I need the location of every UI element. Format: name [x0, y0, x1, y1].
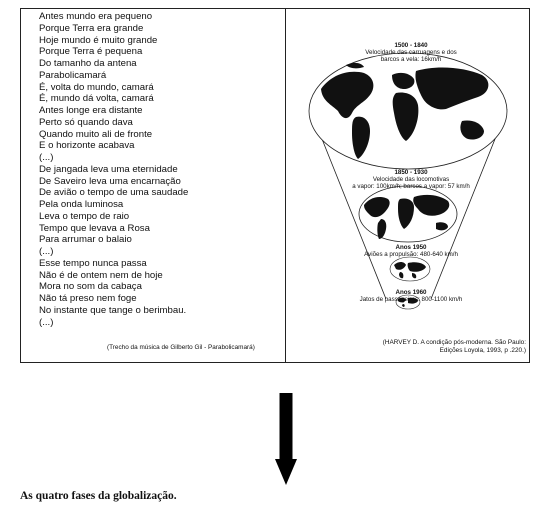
lyric-line: Tempo que levava a Rosa — [39, 222, 150, 234]
lyrics-credit: (Trecho da música de Gilberto Gil - Para… — [107, 344, 255, 351]
phase-4-period: Anos 1960 — [395, 289, 427, 296]
down-arrow-icon — [275, 393, 297, 485]
lyric-line: Esse tempo nunca passa — [39, 257, 147, 269]
shrinking-world-illustration: 1500 - 1840 Velocidade das carruagens e … — [286, 9, 531, 364]
lyric-line: Perto só quando dava — [39, 116, 133, 128]
lyric-line: É, mundo dá volta, camará — [39, 93, 154, 105]
figure-caption: As quatro fases da globalização. — [20, 490, 177, 502]
phase-4-caption: Anos 1960 Jatos de passageiros: 800-1100… — [341, 289, 481, 303]
bibliographic-reference: (HARVEY D. A condição pós-moderna. São P… — [356, 339, 526, 355]
lyric-line: Mora no som da cabaça — [39, 281, 142, 293]
world-map-phase-1 — [308, 52, 508, 170]
lyric-line: Quando muito ali de fronte — [39, 128, 153, 140]
lyric-line: Antes longe era distante — [39, 105, 143, 116]
lyric-line: De jangada leva uma eternidade — [39, 163, 178, 175]
funnel-line-right — [430, 108, 508, 300]
reference-line: Edições Loyola, 1993, p .220.) — [439, 347, 526, 354]
lyric-line: Não tá preso nem foge — [39, 293, 137, 304]
lyric-line: De Saveiro leva uma encarnação — [39, 175, 181, 187]
lyric-line: (...) — [39, 246, 54, 257]
phase-2-period: 1850 - 1930 — [394, 169, 428, 176]
phase-1-period: 1500 - 1840 — [394, 42, 428, 49]
lyric-line: Hoje mundo é muito grande — [39, 34, 158, 46]
world-map-phase-2 — [358, 185, 458, 243]
phase-1-text: Velocidade das carruagens e dos — [365, 49, 457, 57]
lyric-line: Leva o tempo de raio — [39, 210, 130, 222]
phase-3-caption: Anos 1950 Aviões a propulsão: 480-640 km… — [341, 244, 481, 258]
phase-3-text: Aviões a propulsão: 480-640 km/h — [364, 251, 458, 259]
world-map-phase-3 — [389, 256, 431, 282]
lyric-line: Parabolicamará — [39, 69, 107, 81]
lyric-line: Para arrumar o balaio — [39, 234, 132, 246]
lyric-line: Do tamanho da antena — [39, 58, 137, 69]
lyric-line: Porque Terra era grande — [39, 22, 144, 34]
lyric-line: (...) — [39, 152, 54, 163]
reference-line: (HARVEY D. A condição pós-moderna. São P… — [382, 339, 526, 346]
phase-4-text: Jatos de passageiros: 800-1100 km/h — [359, 296, 463, 304]
phase-1-caption: 1500 - 1840 Velocidade das carruagens e … — [346, 42, 476, 64]
phase-2-caption: 1850 - 1930 Velocidade das locomotivas a… — [326, 169, 496, 191]
lyric-line: Pela onda luminosa — [39, 199, 124, 210]
figure-panel: Antes mundo era pequeno Porque Terra era… — [20, 8, 530, 363]
lyric-line: De avião o tempo de uma saudade — [39, 187, 189, 199]
panel-divider — [285, 9, 286, 362]
phase-2-text: a vapor: 100km/h; barcos a vapor: 57 km/… — [352, 183, 470, 191]
lyric-line: No instante que tange o berimbau. — [39, 304, 187, 316]
globe-funnel-graphic — [308, 52, 508, 310]
lyric-line: E o horizonte acabava — [39, 140, 135, 152]
lyric-line: É, volta do mundo, camará — [39, 81, 154, 93]
lyric-line: Não é de ontem nem de hoje — [39, 269, 163, 281]
world-map-phase-4 — [395, 294, 421, 310]
lyric-line: Porque Terra é pequena — [39, 46, 143, 58]
phase-1-text: barcos a vela: 16km/h — [380, 56, 442, 64]
lyric-line: Antes mundo era pequeno — [39, 11, 153, 22]
lyrics-column: Antes mundo era pequeno Porque Terra era… — [39, 11, 279, 328]
phase-2-text: Velocidade das locomotivas — [372, 176, 450, 184]
phase-3-period: Anos 1950 — [395, 244, 427, 251]
lyric-line: (...) — [39, 316, 54, 328]
